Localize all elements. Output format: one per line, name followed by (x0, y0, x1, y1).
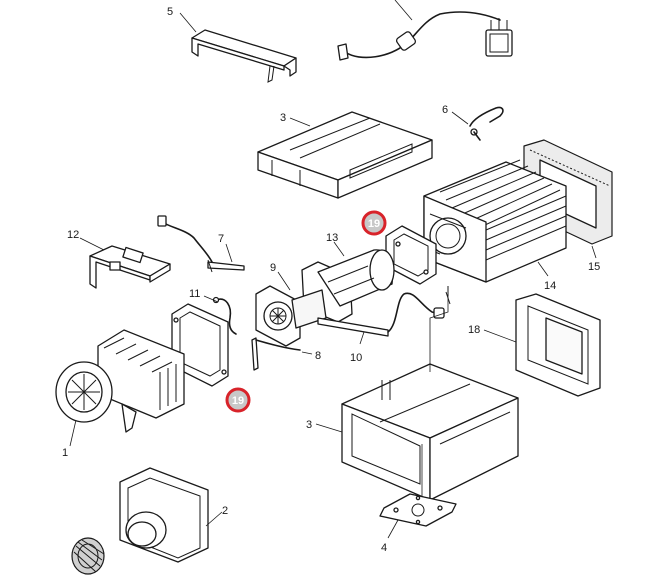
label-part-3-top: 3 (280, 112, 286, 124)
label-part-2: 2 (222, 505, 228, 517)
part-3-upper-cover (257, 111, 433, 199)
label-part-4: 4 (381, 542, 387, 554)
part-5-bracket (191, 29, 297, 83)
label-part-8: 8 (315, 350, 321, 362)
part-2-intake-housing (71, 467, 209, 575)
highlight-badge-19-upper[interactable]: 19 (361, 210, 387, 236)
part-10-glow-plug (317, 292, 445, 337)
part-7-sensor (157, 215, 245, 273)
highlight-badge-19-lower[interactable]: 19 (225, 387, 251, 413)
part-3-lower-shell (341, 363, 519, 501)
label-part-19-lower: 19 (232, 395, 244, 407)
label-part-18: 18 (468, 324, 480, 336)
part-12-control-unit (89, 245, 171, 289)
part-4-mounting-plate (379, 493, 457, 527)
part-6-clip (469, 106, 504, 141)
part-14-heat-exchanger (423, 159, 567, 283)
label-part-6: 6 (442, 104, 448, 116)
label-part-13: 13 (326, 232, 338, 244)
label-part-3-bottom: 3 (306, 419, 312, 431)
cable-harness-top (337, 0, 513, 61)
label-part-11: 11 (189, 288, 200, 300)
label-part-14: 14 (544, 280, 556, 292)
part-1-blower (55, 329, 185, 433)
label-part-9: 9 (270, 262, 276, 274)
part-9-burner-plate (255, 285, 327, 347)
part-8-rod (251, 337, 301, 371)
label-part-10: 10 (350, 352, 362, 364)
label-part-5: 5 (167, 6, 173, 18)
label-part-7: 7 (218, 233, 224, 245)
label-part-12: 12 (67, 229, 79, 241)
label-part-1: 1 (62, 447, 68, 459)
part-18-duct (515, 293, 601, 397)
label-part-19-upper: 19 (368, 218, 380, 230)
label-part-15: 15 (588, 261, 600, 273)
